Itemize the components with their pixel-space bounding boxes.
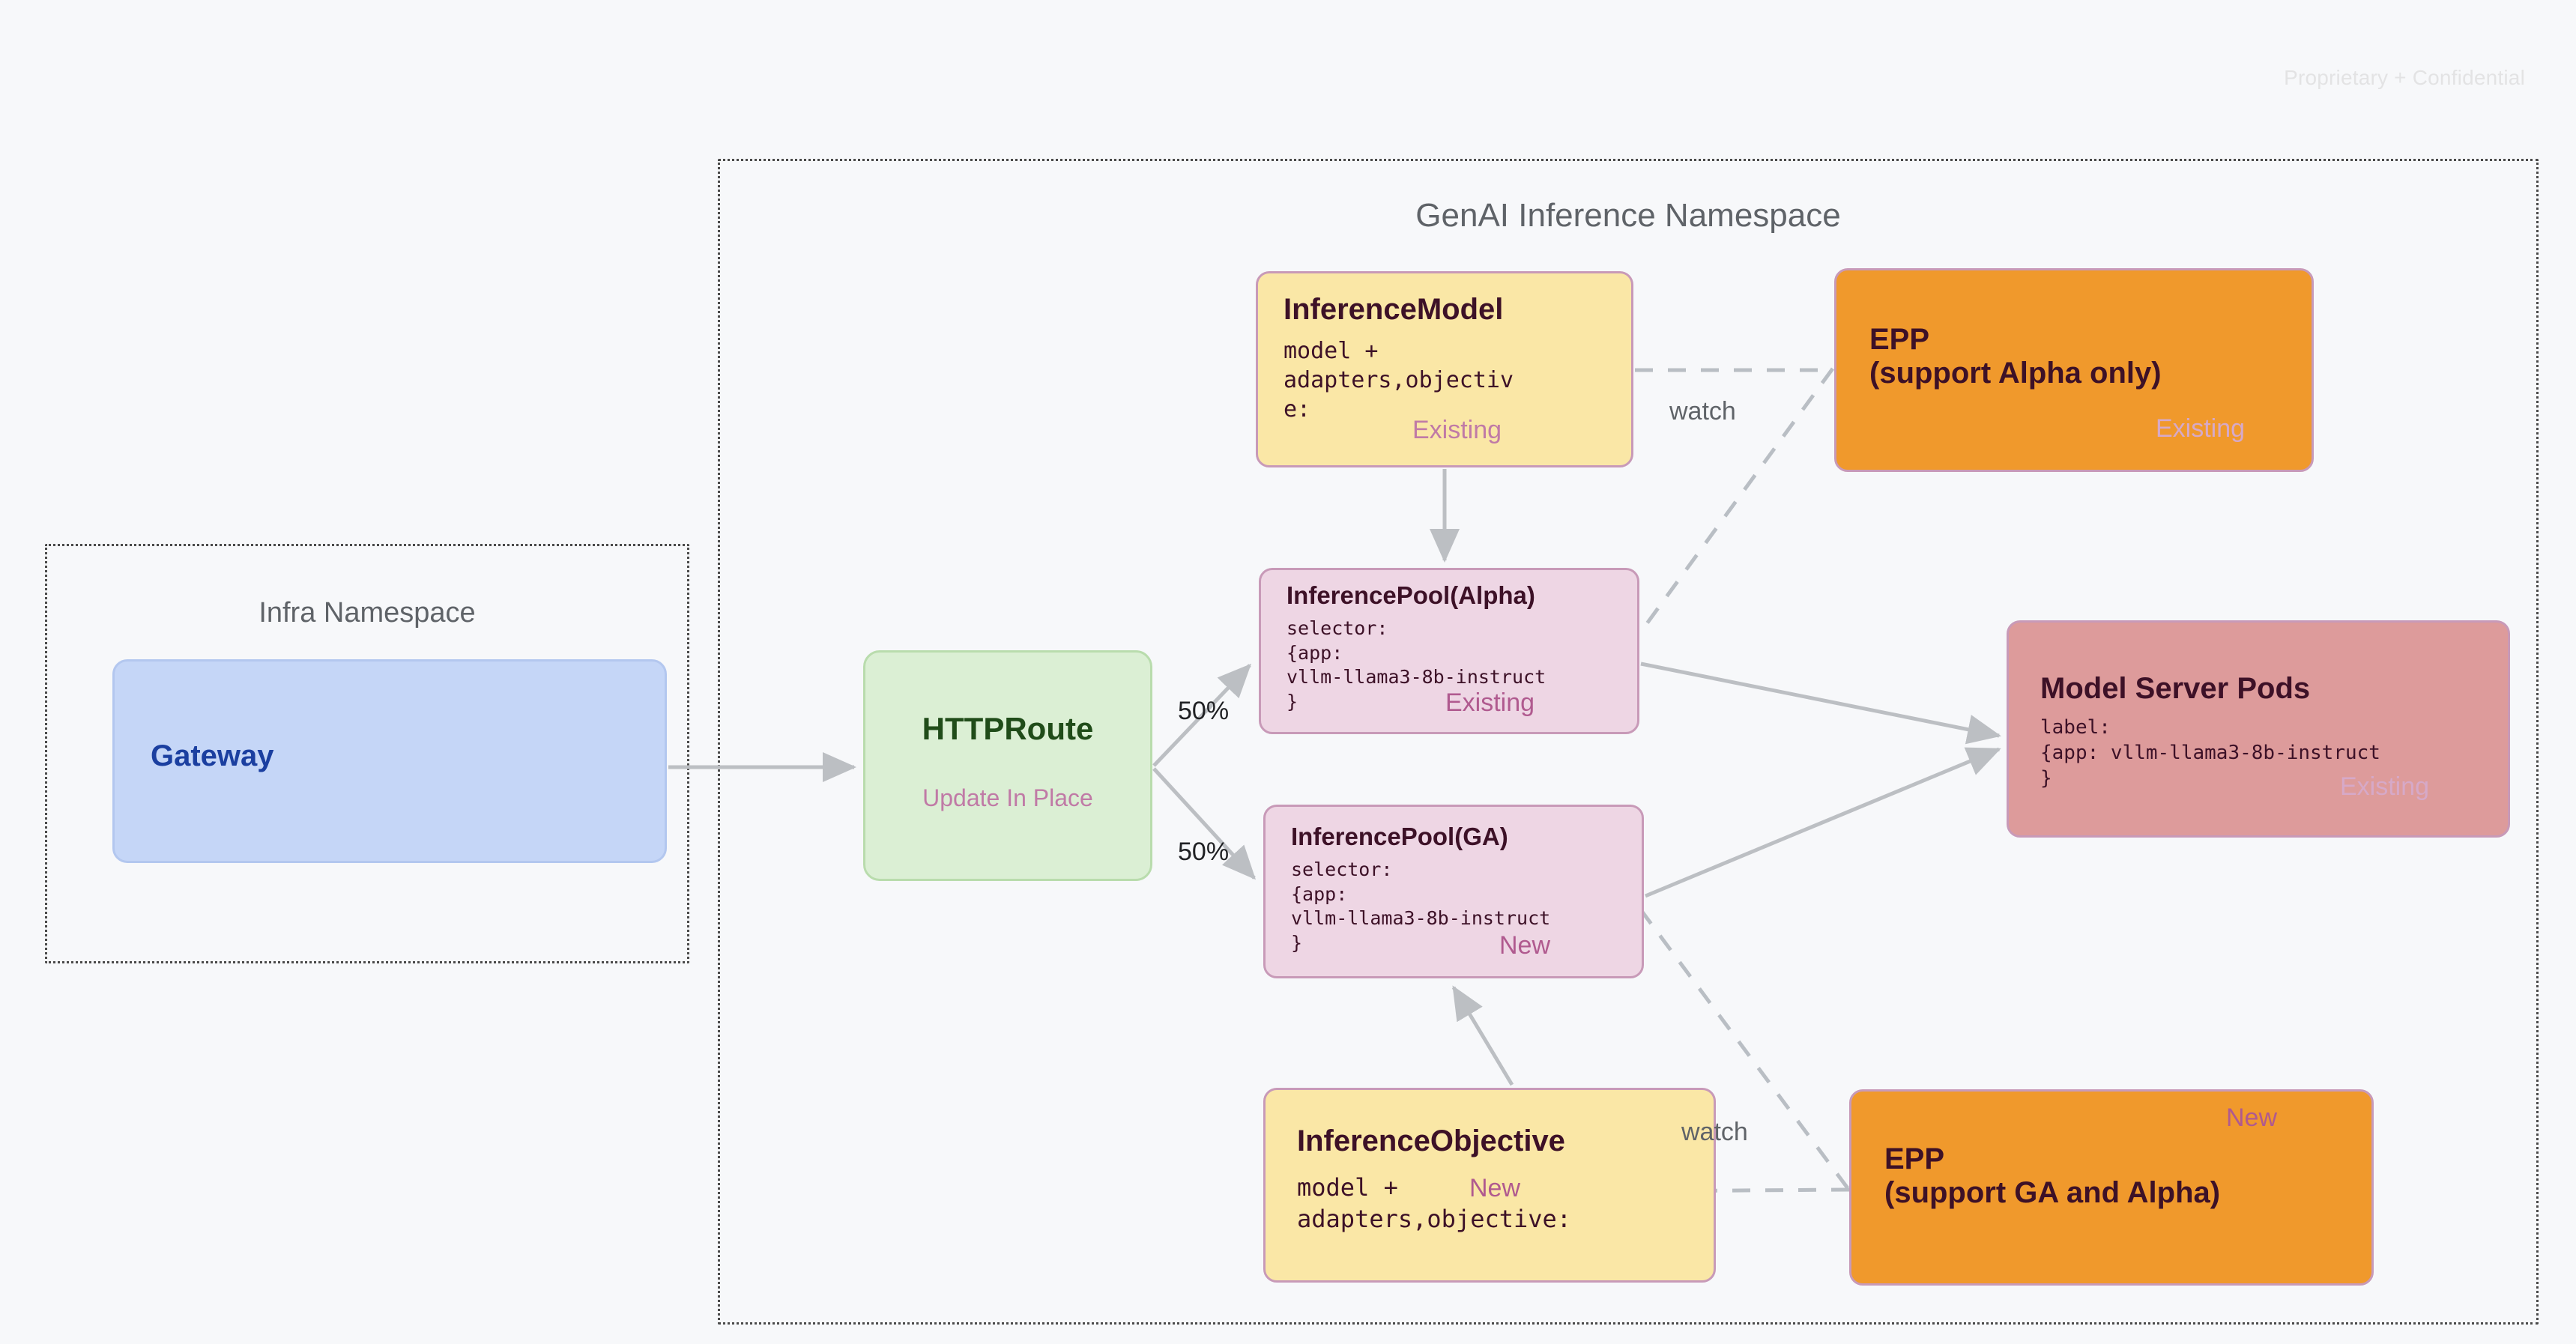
edge-label-watch-ga: watch — [1681, 1118, 1748, 1146]
genai-namespace-title: GenAI Inference Namespace — [1415, 197, 1841, 234]
epp-ga-badge: New — [2226, 1104, 2278, 1132]
modelserver-body: label: {app: vllm-llama3-8b-instruct } — [2040, 716, 2380, 790]
node-inferencemodel[interactable]: InferenceModel model + adapters,objectiv… — [1256, 271, 1633, 467]
pool-alpha-body: selector: {app: vllm-llama3-8b-instruct … — [1287, 617, 1546, 712]
node-inferencepool-alpha[interactable]: InferencePool(Alpha) selector: {app: vll… — [1259, 568, 1639, 734]
epp-alpha-badge: Existing — [2156, 414, 2246, 443]
infra-namespace-container: Infra Namespace — [45, 544, 689, 963]
inferenceobjective-body: model + adapters,objective: — [1297, 1173, 1572, 1233]
modelserver-badge: Existing — [2340, 772, 2430, 801]
node-inferencepool-ga[interactable]: InferencePool(GA) selector: {app: vllm-l… — [1263, 805, 1644, 978]
inferencemodel-title: InferenceModel — [1284, 293, 1504, 326]
inferencemodel-body: model + adapters,objectiv e: — [1284, 338, 1514, 423]
node-gateway[interactable]: Gateway — [112, 659, 667, 863]
inferenceobjective-badge: New — [1469, 1174, 1521, 1202]
inferencemodel-badge: Existing — [1412, 416, 1502, 444]
pool-alpha-badge: Existing — [1445, 688, 1535, 717]
httproute-badge: Update In Place — [922, 784, 1093, 811]
modelserver-title: Model Server Pods — [2040, 672, 2311, 705]
epp-alpha-title: EPP (support Alpha only) — [1869, 323, 2162, 390]
node-httproute[interactable]: HTTPRoute Update In Place — [863, 650, 1152, 881]
gateway-title: Gateway — [151, 739, 274, 772]
epp-ga-title: EPP (support GA and Alpha) — [1884, 1142, 2221, 1209]
infra-namespace-title: Infra Namespace — [258, 597, 476, 629]
pool-ga-title: InferencePool(GA) — [1291, 823, 1508, 850]
node-model-server-pods[interactable]: Model Server Pods label: {app: vllm-llam… — [2007, 620, 2510, 838]
edge-label-split-bottom: 50% — [1178, 838, 1230, 866]
genai-namespace-container: GenAI Inference Namespace — [718, 159, 2539, 1325]
pool-alpha-title: InferencePool(Alpha) — [1287, 581, 1535, 609]
pool-ga-badge: New — [1499, 931, 1551, 960]
edge-label-watch-alpha: watch — [1669, 397, 1736, 426]
edge-label-split-top: 50% — [1178, 697, 1230, 725]
pool-ga-body: selector: {app: vllm-llama3-8b-instruct … — [1291, 859, 1551, 954]
node-epp-ga[interactable]: EPP (support GA and Alpha) New — [1849, 1089, 2374, 1286]
confidentiality-watermark: Proprietary + Confidential — [2284, 66, 2525, 89]
node-inferenceobjective[interactable]: InferenceObjective model + adapters,obje… — [1263, 1088, 1716, 1283]
node-epp-alpha[interactable]: EPP (support Alpha only) Existing — [1834, 268, 2314, 472]
httproute-title: HTTPRoute — [922, 711, 1094, 746]
inferenceobjective-title: InferenceObjective — [1297, 1124, 1565, 1157]
